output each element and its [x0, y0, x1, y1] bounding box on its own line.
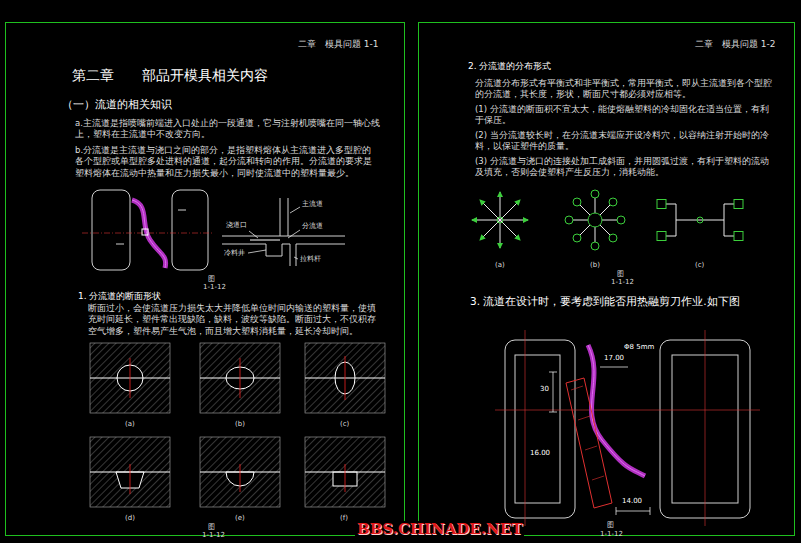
section-heading: （一）流道的相关知识	[62, 98, 172, 113]
list-item: (3) 分流道与浇口的连接处加工成斜面，并用圆弧过渡，有利于塑料的流动及填充，否…	[475, 156, 775, 179]
figure-number: 1-1-12	[202, 532, 225, 539]
page-header: 二章 模具问题 1-2	[695, 38, 776, 50]
list-item: (2) 当分流道较长时，在分流道末端应开设冷料穴，以容纳注射开始时的冷料，以保证…	[475, 130, 775, 153]
part-label: 冷料井	[224, 250, 245, 257]
subfigure-label: (d)	[125, 515, 135, 522]
paragraph: 分流道分布形式有平衡式和非平衡式，常用平衡式，即从主流道到各个型腔的分流道，其长…	[475, 78, 775, 101]
part-label: 浇道口	[226, 222, 247, 229]
figure-number: 1-1-12	[600, 531, 623, 538]
part-label: 拉料杆	[300, 256, 321, 263]
dimension: 14.00	[622, 498, 642, 505]
dimension: 16.00	[530, 450, 550, 457]
figure-number: 1-1-12	[611, 279, 634, 286]
subfigure-label: (e)	[235, 515, 245, 522]
figure-caption: 图	[208, 276, 215, 283]
figure-number: 1-1-12	[203, 284, 226, 291]
figure-caption: 图	[617, 271, 624, 278]
subheading: 1. 分流道的断面形状	[78, 290, 161, 302]
paragraph: b.分流道是主流道与浇口之间的部分，是指塑料熔体从主流道进入多型腔的各个型腔或单…	[75, 145, 380, 179]
sprue-figure	[222, 198, 345, 266]
page-frame: 二章 模具问题 1-1 第二章 部品开模具相关内容 （一）流道的相关知识 a.主流道是…	[5, 22, 405, 536]
subfigure-label: (b)	[590, 262, 600, 269]
part-label: 分流道	[302, 223, 323, 230]
paragraph: 断面过小，会使流道压力损失太大并降低单位时间内输送的塑料量，使填充时间延长，塑件…	[88, 303, 383, 337]
dimension: 17.00	[604, 355, 624, 362]
figure-caption: 图	[607, 522, 614, 529]
paragraph: a.主流道是指喷嘴前端进入口处止的一段通道，它与注射机喷嘴在同一轴心线上，塑料在…	[75, 118, 380, 141]
dimension: 30	[540, 386, 549, 393]
part-label: 主流道	[302, 201, 323, 208]
subfigure-label: (a)	[495, 262, 505, 269]
shear-figure	[495, 330, 760, 526]
figure-caption: 图	[208, 524, 215, 531]
page-header: 二章 模具问题 1-1	[298, 38, 379, 50]
subfigure-label: (c)	[695, 262, 704, 269]
page-frame: 二章 模具问题 1-2 2. 分流道的分布形式分流道分布形式有平衡式和非平衡式，常…	[418, 22, 795, 536]
subfigure-label: (c)	[340, 421, 349, 428]
chapter-title: 第二章 部品开模具相关内容	[72, 66, 268, 85]
subheading: 2. 分流道的分布形式	[468, 60, 551, 72]
mold-figure	[82, 190, 214, 270]
subfigure-label: (b)	[235, 421, 245, 428]
subheading: 3. 流道在设计时，要考虑到能否用热融剪刀作业.如下图	[470, 294, 740, 308]
subfigure-label: (a)	[125, 421, 135, 428]
dimension: Φ8 5mm	[624, 344, 654, 351]
section-shapes	[90, 343, 385, 507]
runner-layouts	[472, 190, 743, 250]
watermark: BBS.CHINADE.NET	[355, 521, 524, 538]
subfigure-label: (f)	[340, 515, 348, 522]
list-item: (1) 分流道的断面积不宜太大，能使熔融塑料的冷却固化在适当位置，有利于保压。	[475, 104, 775, 127]
